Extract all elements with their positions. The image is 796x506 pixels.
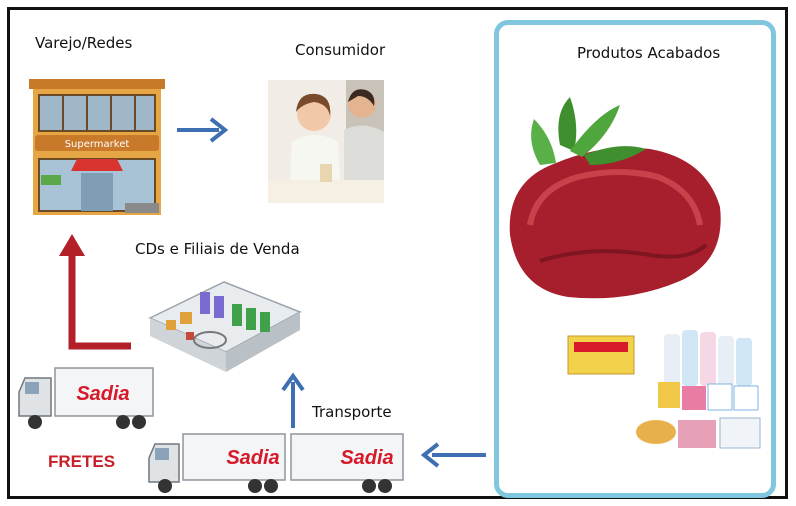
transport-to-distribution-arrow (281, 372, 305, 428)
store-sign-text: Supermarket (65, 139, 130, 150)
double-truck-icon: Sadia Sadia (148, 433, 404, 493)
supermarket-icon: Supermarket (29, 79, 165, 215)
retail-label: Varejo/Redes (35, 34, 133, 52)
products-to-transport-arrow (420, 442, 486, 468)
distribution-center-icon (148, 281, 302, 372)
transport-label: Transporte (312, 403, 392, 421)
freight-label: FRETES (48, 452, 116, 471)
freight-to-retail-arrow (59, 234, 131, 350)
truck-brand-text: Sadia (76, 383, 129, 405)
single-truck-icon: Sadia (18, 367, 154, 429)
distribution-label: CDs e Filiais de Venda (135, 240, 300, 258)
meat-icon (509, 97, 721, 299)
trailer-2-brand-text: Sadia (340, 447, 393, 469)
retail-to-consumer-arrow (177, 117, 229, 143)
trailer-1-brand-text: Sadia (226, 447, 279, 469)
consumer-photo (268, 80, 384, 203)
finished-products-label: Produtos Acabados (577, 44, 721, 62)
packaged-products-icon (567, 330, 761, 449)
consumer-label: Consumidor (295, 41, 386, 59)
